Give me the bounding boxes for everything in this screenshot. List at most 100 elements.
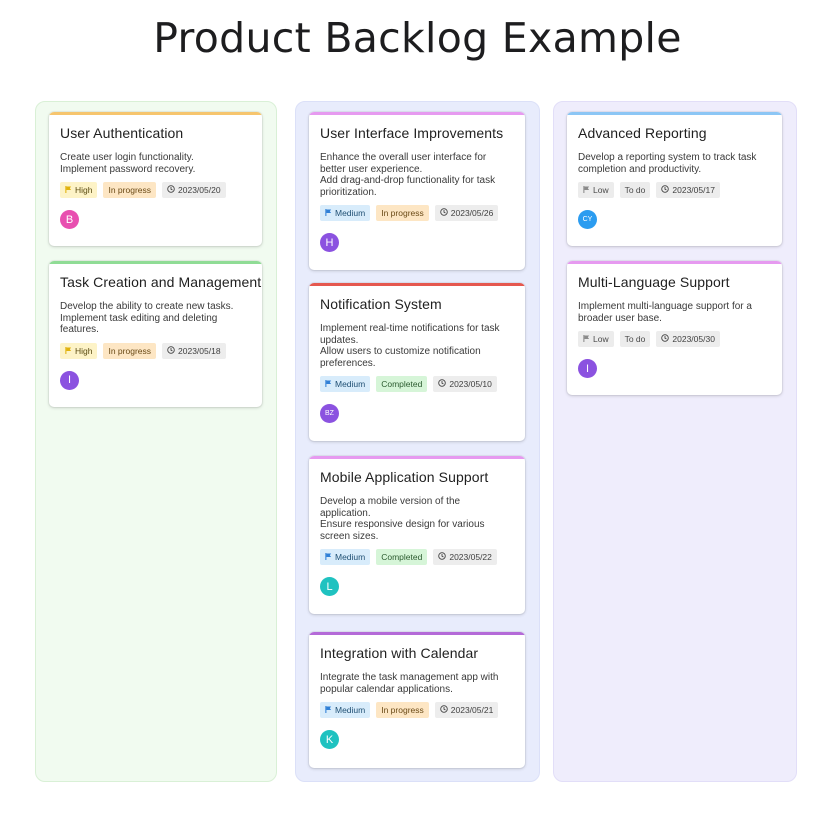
flag-icon bbox=[65, 343, 72, 359]
priority-label: High bbox=[75, 185, 93, 195]
assignee-avatar[interactable]: CY bbox=[578, 210, 597, 229]
card-description-line: broader user base. bbox=[578, 312, 662, 324]
due-date-badge[interactable]: 2023/05/10 bbox=[433, 376, 497, 392]
due-date-label: 2023/05/22 bbox=[449, 552, 492, 562]
clock-icon bbox=[440, 702, 448, 718]
due-date-label: 2023/05/17 bbox=[672, 185, 715, 195]
priority-badge[interactable]: Medium bbox=[320, 376, 371, 392]
card-tags: Medium Completed 2023/05/22 bbox=[320, 549, 514, 565]
flag-icon bbox=[325, 702, 332, 718]
page-title: Product Backlog Example bbox=[153, 14, 682, 62]
card-title: Mobile Application Support bbox=[320, 469, 489, 485]
card-description-line: Add drag-and-drop functionality for task bbox=[320, 175, 496, 186]
due-date-badge[interactable]: 2023/05/26 bbox=[434, 205, 499, 221]
assignee-avatar[interactable]: B bbox=[60, 210, 79, 229]
card-description-line: Develop a mobile version of the bbox=[320, 496, 461, 507]
priority-label: Low bbox=[593, 334, 609, 344]
card-tags: Medium In progress 2023/05/26 bbox=[320, 205, 514, 221]
priority-badge[interactable]: Low bbox=[578, 182, 614, 198]
flag-icon bbox=[583, 182, 590, 198]
card-description-line: Implement task editing and deleting bbox=[60, 312, 218, 324]
due-date-label: 2023/05/30 bbox=[672, 334, 715, 344]
assignee-avatar[interactable]: L bbox=[320, 577, 339, 596]
card-tags: High In progress 2023/05/20 bbox=[60, 182, 251, 198]
priority-badge[interactable]: High bbox=[60, 182, 98, 198]
task-card[interactable]: Task Creation and Management Develop the… bbox=[49, 261, 262, 407]
due-date-label: 2023/05/21 bbox=[450, 705, 494, 715]
status-badge[interactable]: Completed bbox=[376, 549, 428, 565]
task-card[interactable]: Integration with Calendar Integrate the … bbox=[309, 632, 525, 768]
priority-label: Medium bbox=[335, 208, 366, 218]
card-description-line: Create user login functionality. bbox=[60, 152, 194, 163]
assignee-avatar[interactable]: I bbox=[60, 370, 79, 390]
card-description: Develop a reporting system to track task… bbox=[578, 152, 771, 175]
priority-badge[interactable]: Medium bbox=[320, 702, 371, 718]
clock-icon bbox=[440, 205, 448, 221]
card-description-line: Develop a reporting system to track task bbox=[578, 152, 757, 163]
card-tags: Medium Completed 2023/05/10 bbox=[320, 376, 514, 392]
card-description-line: completion and productivity. bbox=[578, 163, 702, 175]
status-badge[interactable]: In progress bbox=[376, 702, 429, 718]
clock-icon bbox=[661, 182, 670, 198]
due-date-badge[interactable]: 2023/05/30 bbox=[656, 331, 720, 347]
priority-label: Medium bbox=[335, 552, 366, 562]
card-description-line: updates. bbox=[320, 334, 359, 346]
card-description: Create user login functionality.Implemen… bbox=[60, 152, 251, 175]
priority-badge[interactable]: Medium bbox=[320, 549, 371, 565]
clock-icon bbox=[438, 376, 447, 392]
due-date-badge[interactable]: 2023/05/21 bbox=[434, 702, 499, 718]
card-description-line: Enhance the overall user interface for bbox=[320, 152, 487, 163]
assignee-avatar[interactable]: BZ bbox=[320, 404, 339, 423]
task-card[interactable]: Notification System Implement real-time … bbox=[309, 283, 525, 441]
flag-icon bbox=[65, 182, 72, 198]
assignee-avatar[interactable]: H bbox=[320, 233, 339, 252]
priority-badge[interactable]: High bbox=[60, 342, 98, 359]
task-card[interactable]: Advanced Reporting Develop a reporting s… bbox=[567, 112, 782, 246]
card-title: Integration with Calendar bbox=[320, 645, 479, 661]
flag-icon bbox=[583, 331, 590, 347]
status-badge[interactable]: To do bbox=[619, 331, 651, 347]
due-date-label: 2023/05/18 bbox=[178, 345, 221, 356]
card-title: Multi-Language Support bbox=[578, 274, 730, 290]
due-date-badge[interactable]: 2023/05/17 bbox=[656, 182, 720, 198]
task-card[interactable]: Multi-Language Support Implement multi-l… bbox=[567, 261, 782, 395]
status-badge[interactable]: In progress bbox=[103, 182, 157, 198]
due-date-label: 2023/05/20 bbox=[178, 185, 221, 195]
card-description-line: better user experience. bbox=[320, 163, 423, 175]
card-description-line: Develop the ability to create new tasks. bbox=[60, 301, 234, 312]
clock-icon bbox=[167, 182, 175, 198]
backlog-column-3: Advanced Reporting Develop a reporting s… bbox=[553, 101, 797, 782]
card-tags: Low To do 2023/05/17 bbox=[578, 182, 771, 198]
task-card[interactable]: Mobile Application Support Develop a mob… bbox=[309, 456, 525, 614]
card-tags: High In progress 2023/05/18 bbox=[60, 342, 251, 359]
status-badge[interactable]: In progress bbox=[376, 205, 429, 221]
due-date-badge[interactable]: 2023/05/20 bbox=[162, 182, 226, 198]
priority-badge[interactable]: Low bbox=[578, 331, 614, 347]
card-description-line: prioritization. bbox=[320, 186, 377, 198]
flag-icon bbox=[325, 376, 332, 392]
task-card[interactable]: User Interface Improvements Enhance the … bbox=[309, 112, 525, 270]
status-badge[interactable]: In progress bbox=[103, 342, 157, 359]
due-date-badge[interactable]: 2023/05/18 bbox=[162, 342, 226, 359]
status-badge[interactable]: To do bbox=[619, 182, 651, 198]
priority-label: Low bbox=[593, 185, 609, 195]
card-description-line: preferences. bbox=[320, 357, 376, 369]
card-description: Implement real-time notifications for ta… bbox=[320, 323, 514, 369]
assignee-avatar[interactable]: K bbox=[320, 730, 339, 749]
due-date-badge[interactable]: 2023/05/22 bbox=[433, 549, 497, 565]
card-description-line: Implement password recovery. bbox=[60, 163, 196, 175]
card-description-line: popular calendar applications. bbox=[320, 683, 453, 695]
card-description: Develop the ability to create new tasks.… bbox=[60, 301, 251, 336]
task-card[interactable]: User Authentication Create user login fu… bbox=[49, 112, 262, 246]
card-tags: Medium In progress 2023/05/21 bbox=[320, 702, 514, 718]
clock-icon bbox=[661, 331, 670, 347]
assignee-avatar[interactable]: I bbox=[578, 359, 597, 378]
status-badge[interactable]: Completed bbox=[376, 376, 428, 392]
clock-icon bbox=[167, 343, 175, 359]
priority-badge[interactable]: Medium bbox=[320, 205, 371, 221]
card-title: Advanced Reporting bbox=[578, 125, 707, 141]
backlog-column-2: User Interface Improvements Enhance the … bbox=[295, 101, 540, 782]
